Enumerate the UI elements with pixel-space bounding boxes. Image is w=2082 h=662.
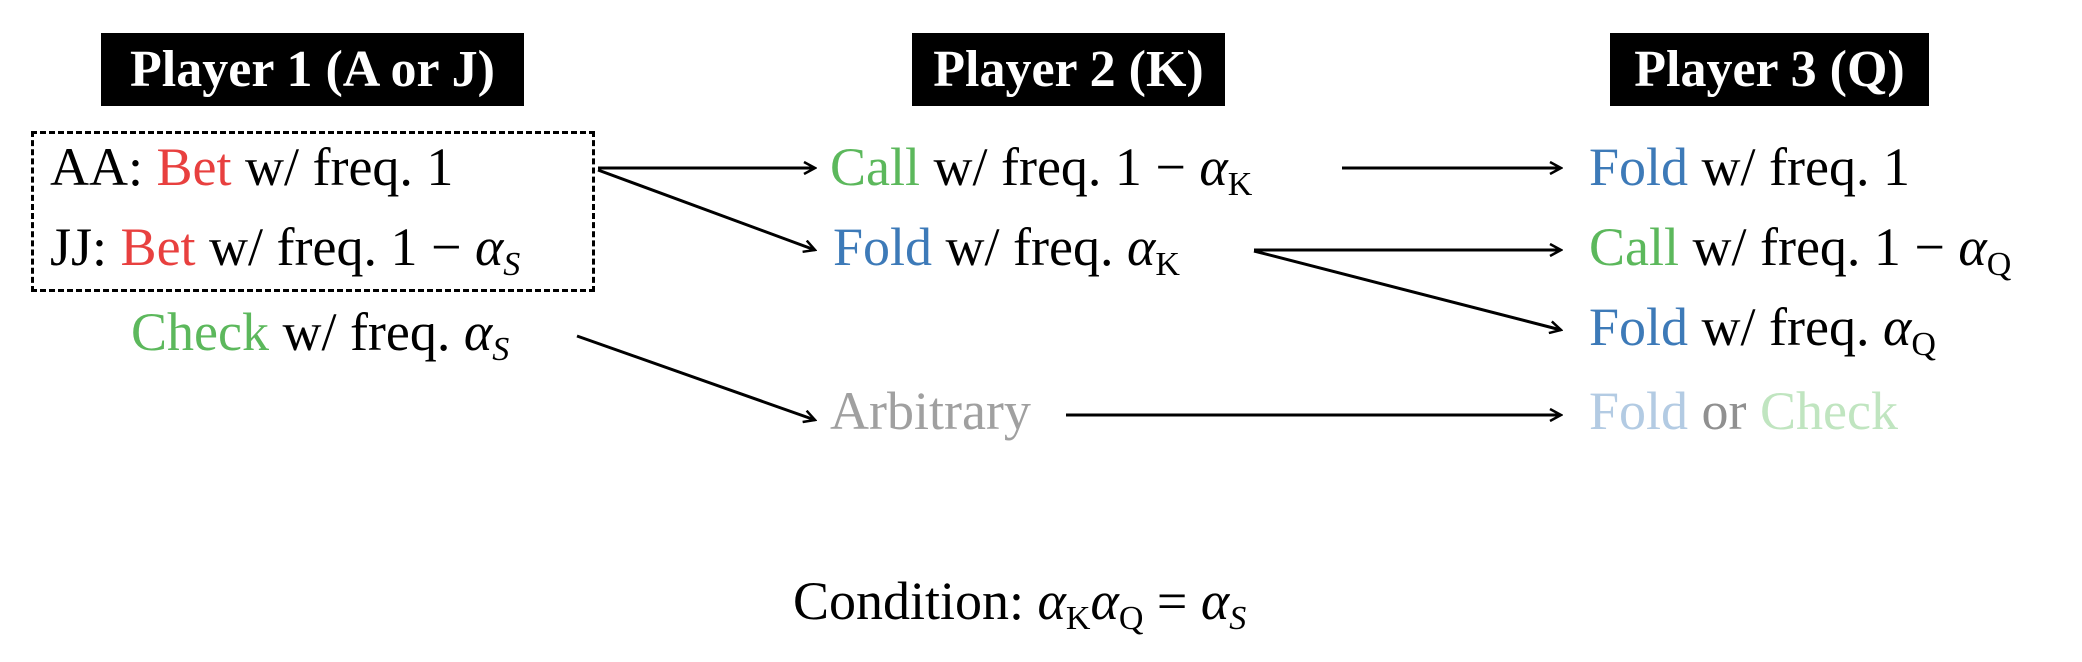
alpha-subscript: Q [1911, 326, 1936, 363]
p1-jj-row: JJ: Bet w/ freq. 1 − αS [50, 217, 520, 282]
condition: Condition: αKαQ = αS [793, 571, 1246, 636]
alpha-symbol: α [1199, 137, 1228, 197]
player-3-header: Player 3 (Q) [1610, 33, 1929, 106]
alpha-symbol: α [1126, 217, 1156, 277]
jj-freq: w/ freq. 1 − [195, 217, 475, 277]
p2-call-row: Call w/ freq. 1 − αK [830, 137, 1252, 202]
jj-label: JJ: [50, 217, 121, 277]
aa-label: AA: [50, 137, 157, 197]
bet-action: Bet [120, 217, 196, 277]
arrow-fold-to-fold [1253, 249, 1561, 330]
p3-call-row: Call w/ freq. 1 − αQ [1589, 217, 2011, 282]
bet-action: Bet [156, 137, 232, 197]
equals: = [1143, 571, 1201, 631]
call-action: Call [1589, 217, 1679, 277]
check-faded: Check [1760, 381, 1898, 441]
player-2-header: Player 2 (K) [912, 33, 1225, 106]
alpha-subscript: S [492, 331, 510, 368]
alpha-subscript: K [1227, 166, 1253, 203]
alpha-subscript: Q [1118, 600, 1144, 637]
call-freq: w/ freq. 1 − [920, 137, 1200, 197]
alpha-symbol: α [463, 302, 493, 362]
fold-freq: w/ freq. 1 [1688, 137, 1910, 197]
bet-group-box [31, 131, 595, 292]
condition-label: Condition: [793, 571, 1038, 631]
alpha-subscript: K [1155, 246, 1180, 283]
check-freq: w/ freq. [268, 302, 464, 362]
arrow-bet-to-fold [597, 168, 815, 250]
arrow-check-to-arbitrary [576, 334, 815, 420]
check-action: Check [131, 302, 269, 362]
alpha-symbol: α [1958, 217, 1987, 277]
p3-fold-row-1: Fold w/ freq. 1 [1589, 140, 1910, 194]
alpha-symbol: α [1037, 571, 1066, 631]
p2-arbitrary: Arbitrary [830, 381, 1031, 441]
p3-fold-row-2: Fold w/ freq. αQ [1589, 297, 1936, 362]
alpha-symbol: α [1090, 571, 1119, 631]
alpha-symbol: α [474, 217, 504, 277]
fold-action: Fold [1589, 137, 1689, 197]
alpha-subscript: S [1229, 600, 1247, 637]
p3-fold-or-check: Fold or Check [1589, 384, 1898, 438]
alpha-subscript: K [1065, 600, 1091, 637]
p1-check-row: Check w/ freq. αS [131, 302, 509, 367]
call-action: Call [830, 137, 920, 197]
alpha-subscript: S [503, 246, 521, 283]
alpha-symbol: α [1200, 571, 1230, 631]
p2-fold-row: Fold w/ freq. αK [833, 217, 1180, 282]
alpha-symbol: α [1882, 297, 1912, 357]
alpha-subscript: Q [1986, 246, 2012, 283]
player-1-header: Player 1 (A or J) [101, 33, 524, 106]
fold-action: Fold [1589, 297, 1689, 357]
fold-action: Fold [833, 217, 933, 277]
fold-freq: w/ freq. [932, 217, 1127, 277]
fold-freq: w/ freq. [1688, 297, 1883, 357]
fold-faded: Fold [1589, 381, 1689, 441]
p1-aa-row: AA: Bet w/ freq. 1 [50, 140, 453, 194]
or-text: or [1688, 381, 1761, 441]
aa-freq: w/ freq. 1 [231, 137, 454, 197]
call-freq: w/ freq. 1 − [1679, 217, 1959, 277]
